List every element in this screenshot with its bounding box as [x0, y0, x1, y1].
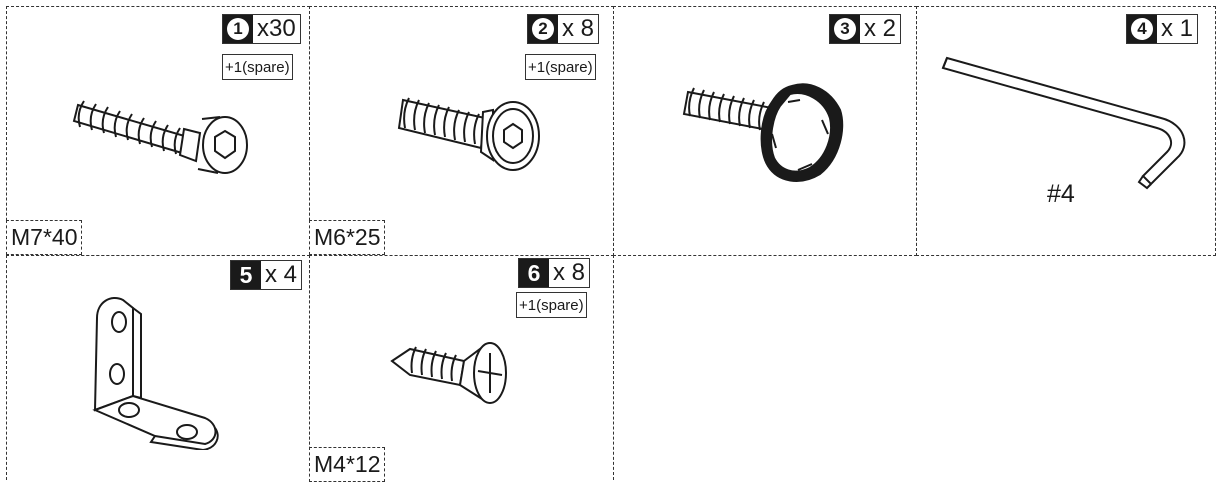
l-bracket-icon: [92, 297, 219, 450]
hex-bolt-icon: [397, 97, 540, 171]
hex-socket-screw-icon: [72, 100, 248, 174]
part-number-6: 6: [519, 259, 549, 287]
part-number-4: 4: [1131, 18, 1153, 40]
part-spare-1: +1(spare): [222, 54, 293, 80]
part-badge-6: 6 x 8: [518, 258, 591, 288]
part-quantity-5: x 4: [265, 261, 298, 288]
part-quantity-1: x30: [257, 15, 296, 42]
part-cell-6: [309, 255, 614, 480]
part-quantity-2: x 8: [562, 15, 595, 42]
part-size-1: M7*40: [6, 220, 83, 255]
part-spare-2: +1(spare): [525, 54, 596, 80]
knob-screw-icon: [682, 83, 844, 182]
part-cell-4: [916, 6, 1216, 256]
part-badge-2: 2 x 8: [527, 14, 600, 44]
part-badge-3: 3 x 2: [829, 14, 902, 44]
part-number-5: 5: [231, 261, 261, 289]
part-size-2: M6*25: [309, 220, 386, 255]
part-label-4: #4: [1047, 180, 1075, 208]
part-badge-1: 1 x30: [222, 14, 301, 44]
part-quantity-4: x 1: [1161, 15, 1194, 42]
part-badge-5: 5 x 4: [230, 260, 303, 290]
part-number-2: 2: [532, 18, 554, 40]
allen-key-icon: [941, 56, 1186, 190]
part-number-1: 1: [227, 18, 249, 40]
part-badge-4: 4 x 1: [1126, 14, 1199, 44]
part-quantity-6: x 8: [553, 259, 586, 286]
part-spare-6: +1(spare): [516, 292, 587, 318]
part-size-6: M4*12: [309, 447, 386, 482]
phillips-screw-icon: [390, 342, 507, 404]
part-quantity-3: x 2: [864, 15, 897, 42]
part-number-3: 3: [834, 18, 856, 40]
